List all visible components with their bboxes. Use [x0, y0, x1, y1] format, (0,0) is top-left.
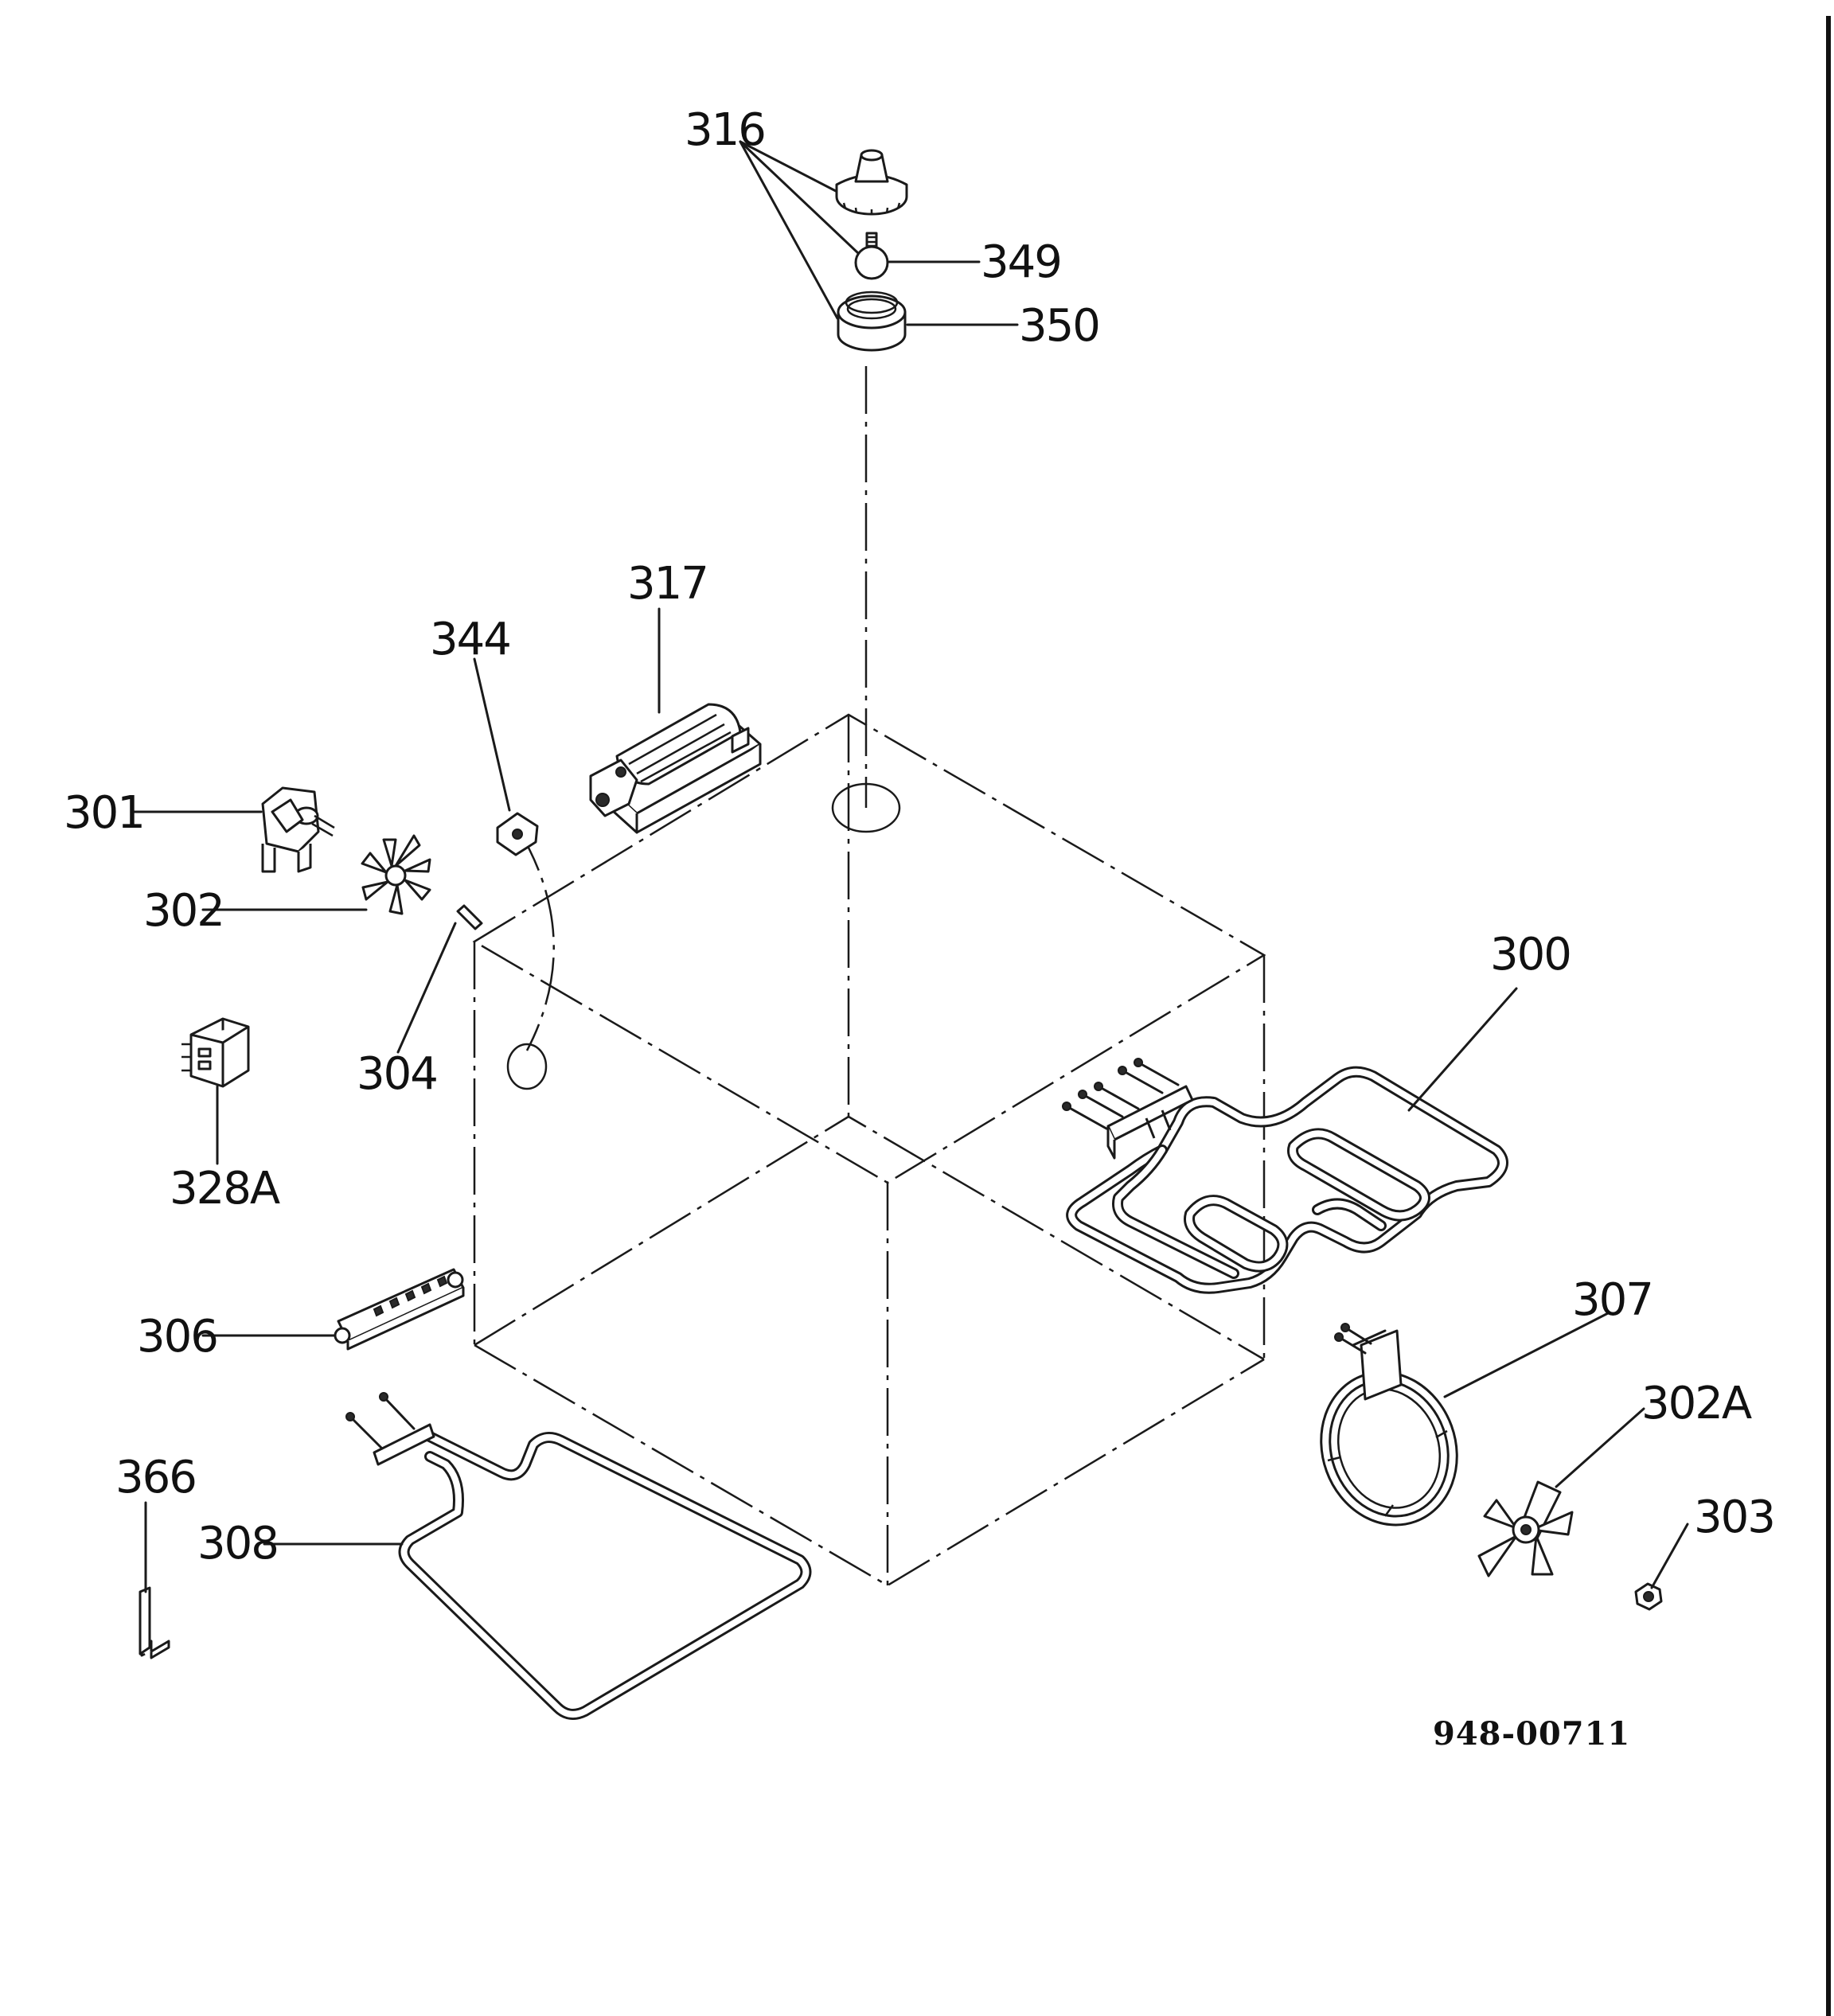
drawing-code: 948-00711 [1433, 1715, 1630, 1753]
lamp-cover-knob [835, 149, 908, 216]
lamp-bulb [854, 232, 889, 280]
grill-element [1062, 1058, 1508, 1294]
callout-317: 317 [627, 558, 708, 610]
circular-element [1320, 1323, 1458, 1527]
leader-lines [130, 140, 1689, 1593]
callout-350: 350 [1019, 300, 1099, 352]
terminal-block [334, 1268, 465, 1351]
callout-349: 349 [981, 236, 1061, 288]
fan-nut [1634, 1582, 1663, 1611]
callout-366: 366 [115, 1452, 196, 1503]
bottom-element [345, 1392, 812, 1720]
relay-switch [181, 1017, 250, 1088]
callout-344: 344 [430, 614, 510, 665]
callout-316: 316 [685, 104, 765, 156]
fan-blade-small [361, 834, 431, 915]
callout-303: 303 [1694, 1492, 1774, 1543]
pin [456, 904, 483, 930]
callout-302: 302 [143, 885, 224, 937]
callout-304: 304 [357, 1048, 437, 1100]
small-bracket [496, 812, 539, 856]
callout-307: 307 [1572, 1274, 1653, 1326]
fan-motor [261, 786, 335, 873]
callout-302a: 302A [1641, 1378, 1752, 1429]
clip [139, 1586, 170, 1659]
oven-cavity-box [472, 366, 1266, 1587]
lamp-holder [837, 291, 907, 352]
callout-308: 308 [197, 1518, 278, 1570]
callout-306: 306 [137, 1311, 217, 1363]
callout-300: 300 [1490, 929, 1571, 981]
tangential-fan-motor [589, 703, 762, 834]
callout-301: 301 [64, 787, 144, 839]
fan-blade-large [1477, 1480, 1574, 1577]
callout-328a: 328A [170, 1163, 280, 1215]
